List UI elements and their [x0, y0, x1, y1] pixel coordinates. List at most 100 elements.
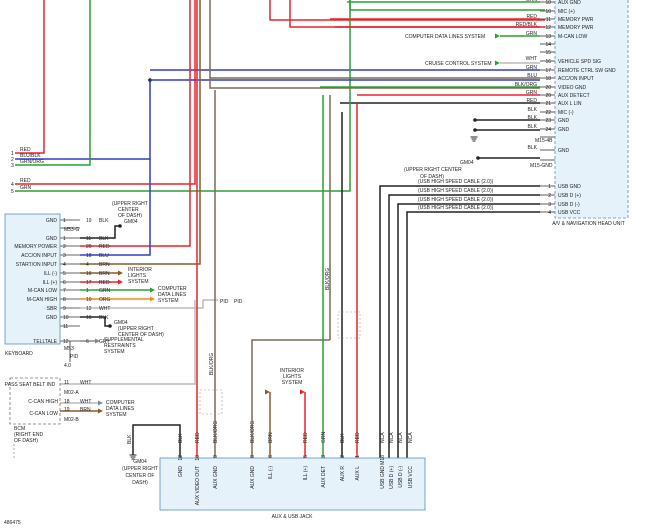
- keyboard-pin-number-6: 5: [63, 271, 66, 277]
- splice-box-video: [199, 389, 223, 415]
- aux-jack-wire-color-8: RED: [355, 432, 361, 443]
- head-unit-wire-color-10: BLK/ORG: [515, 82, 537, 88]
- usb-cable-label-3: (USB HIGH SPEED CABLE (2.0)): [418, 205, 494, 211]
- connector-label-m15-gnd: M15-GND: [530, 163, 553, 169]
- keyboard-pin-label-8: M-CAN LOW: [28, 288, 57, 294]
- aux-blk-org-label-2: BLK/ORG: [209, 353, 215, 375]
- note-computer-data-lines: COMPUTER DATA LINES SYSTEM: [405, 34, 485, 40]
- keyboard-wire-color-2: BLK: [99, 236, 109, 242]
- arrow-kb-mcan-high: [150, 296, 155, 302]
- head-unit-pin-label-20: USB D (+): [558, 193, 581, 199]
- aux-interior-lights-1: INTERIOR: [280, 368, 304, 374]
- head-unit-pin-label-17: GND: [558, 148, 570, 154]
- kb-wire-gnd-2: [80, 316, 110, 327]
- left-wire-num-4: 5: [11, 189, 14, 195]
- head-unit-pin-label-22: USB VCC: [558, 210, 581, 216]
- head-unit-wire-color-14: BLK: [528, 115, 538, 121]
- aux-jack-pin-number-3: 8: [250, 455, 256, 458]
- kb-srs-2: RESTRAINTS: [104, 343, 136, 349]
- keyboard-wire-num-3: 20: [86, 244, 92, 250]
- keyboard-wire-num-13: 6: [86, 339, 89, 345]
- kb-gm04-note-1b: CENTER: [118, 207, 139, 213]
- left-wire-num-1: 2: [11, 157, 14, 163]
- kb-fuse-label: 4.0: [64, 363, 71, 369]
- note-cruise-control: CRUISE CONTROL SYSTEM: [425, 61, 492, 67]
- keyboard-pin-number-2: 1: [63, 236, 66, 242]
- head-unit-wire-color-0: GRN: [526, 0, 538, 3]
- ground-symbol-head-unit: [470, 136, 478, 142]
- head-unit-wire-color-7: WHT: [526, 56, 537, 62]
- head-unit-pin-label-1: MIC (+): [558, 9, 575, 15]
- keyboard-pin-label-10: SBR: [47, 306, 58, 312]
- bcm-name-1: BCM: [14, 426, 25, 432]
- head-unit-pin-number-14: 23: [545, 118, 551, 124]
- wires-layer: [13, 0, 555, 460]
- kb-gm04-note-2a: (UPPER RIGHT: [118, 326, 154, 332]
- keyboard-wire-color-8: GRN: [99, 288, 111, 294]
- bcm-box: [9, 377, 61, 425]
- kb-gm04-label-2: GM04: [114, 320, 128, 326]
- head-unit-wire-color-8: GRN: [526, 65, 538, 71]
- bcm-wire-color-0: WHT: [80, 380, 91, 386]
- keyboard-pin-label-7: ILL (+): [43, 280, 58, 286]
- head-unit-pin-number-1: 10: [545, 9, 551, 15]
- head-unit-pin-number-9: 18: [545, 76, 551, 82]
- head-unit-pin-number-7: 16: [545, 59, 551, 65]
- aux-jack-pin-number-5: 5: [303, 455, 309, 458]
- aux-jack-wire-color-12: NCA: [408, 432, 414, 443]
- gm04-dot-1: [118, 224, 122, 228]
- keyboard-pin-number-9: 8: [63, 297, 66, 303]
- kb-gm04-label-1: GM04: [124, 219, 138, 225]
- aux-jack-wire-color-1: RED: [195, 432, 201, 443]
- left-wire-num-3: 4: [11, 182, 14, 188]
- aux-jack-pin-label-3: AUX GND: [250, 466, 256, 489]
- aux-jack-wire-color-9: NCA: [380, 432, 386, 443]
- usb-wire-0: [379, 185, 540, 458]
- aux-jack-wire-color-10: NCA: [389, 432, 395, 443]
- head-unit-name: A/V & NAVIGATION HEAD UNIT: [552, 221, 625, 227]
- aux-gm04-2: (UPPER RIGHT: [122, 466, 158, 472]
- arrow-bcm-ccan-high: [98, 400, 103, 406]
- kb-srs-1: SUPPLEMENTAL: [104, 337, 144, 343]
- head-unit-pin-label-3: MEMORY PWR: [558, 25, 594, 31]
- aux-jack-pin-number-8: 1: [355, 455, 361, 458]
- kb-interior-lights-1: INTERIOR: [128, 267, 152, 273]
- keyboard-pin-number-5: 4: [63, 262, 66, 268]
- keyboard-pin-label-4: ACC/ON INPUT: [21, 253, 57, 259]
- keyboard-pin-number-0: 1: [63, 218, 66, 224]
- head-unit-pin-label-9: ACC/ON INPUT: [558, 76, 594, 82]
- gm04-label-head: GM04: [460, 160, 474, 166]
- kb-data-lines-3: SYSTEM: [158, 298, 179, 304]
- keyboard-wire-num-4: 18: [86, 253, 92, 259]
- keyboard-pin-number-3: 2: [63, 244, 66, 250]
- kb-wire-sbr: [80, 300, 204, 309]
- keyboard-wire-color-4: BLU: [99, 253, 109, 259]
- keyboard-wire-color-13: GRY: [99, 339, 110, 345]
- usb-wire-3: [406, 211, 540, 458]
- kb-gm04-note-2b: CENTER OF DASH): [118, 332, 164, 338]
- left-wire-label-2: GRN/ORG: [20, 159, 44, 165]
- left-wire-grn-org-3: [15, 0, 91, 166]
- head-unit-pin-number-12: 21: [545, 101, 551, 107]
- aux-jack-pin-label-12: USB VCC: [408, 466, 414, 489]
- head-unit-pin-label-4: M-CAN LOW: [558, 34, 587, 40]
- aux-interior-lights-3: SYSTEM: [282, 380, 303, 386]
- wire-video-gnd: [209, 0, 540, 89]
- head-unit-wire-color-3: RED/BLK: [516, 22, 538, 28]
- head-unit-wire-color-12: RED: [526, 98, 537, 104]
- bcm-name-3: OF DASH): [14, 438, 38, 444]
- wire-memory-pwr: [269, 0, 545, 21]
- aux-jack-wire-color-5: RED: [303, 432, 309, 443]
- aux-jack-pin-number-9: M18: [380, 455, 386, 465]
- head-unit-pin-label-13: MIC (-): [558, 110, 574, 116]
- kb-data-lines-2: DATA LINES: [158, 292, 187, 298]
- head-unit-pin-number-0: 10: [545, 0, 551, 6]
- head-unit-pin-number-19: 1: [548, 184, 551, 190]
- kb-wire-mem-pwr: [80, 0, 191, 247]
- kb-gm04-note-1c: OF DASH): [118, 213, 142, 219]
- aux-jack-wire-color-11: NCA: [398, 432, 404, 443]
- aux-jack-pin-label-10: USB D (+): [389, 466, 395, 489]
- arrow-bcm-ccan-low: [98, 408, 103, 414]
- arrow-aux-ill-pos: [300, 389, 305, 395]
